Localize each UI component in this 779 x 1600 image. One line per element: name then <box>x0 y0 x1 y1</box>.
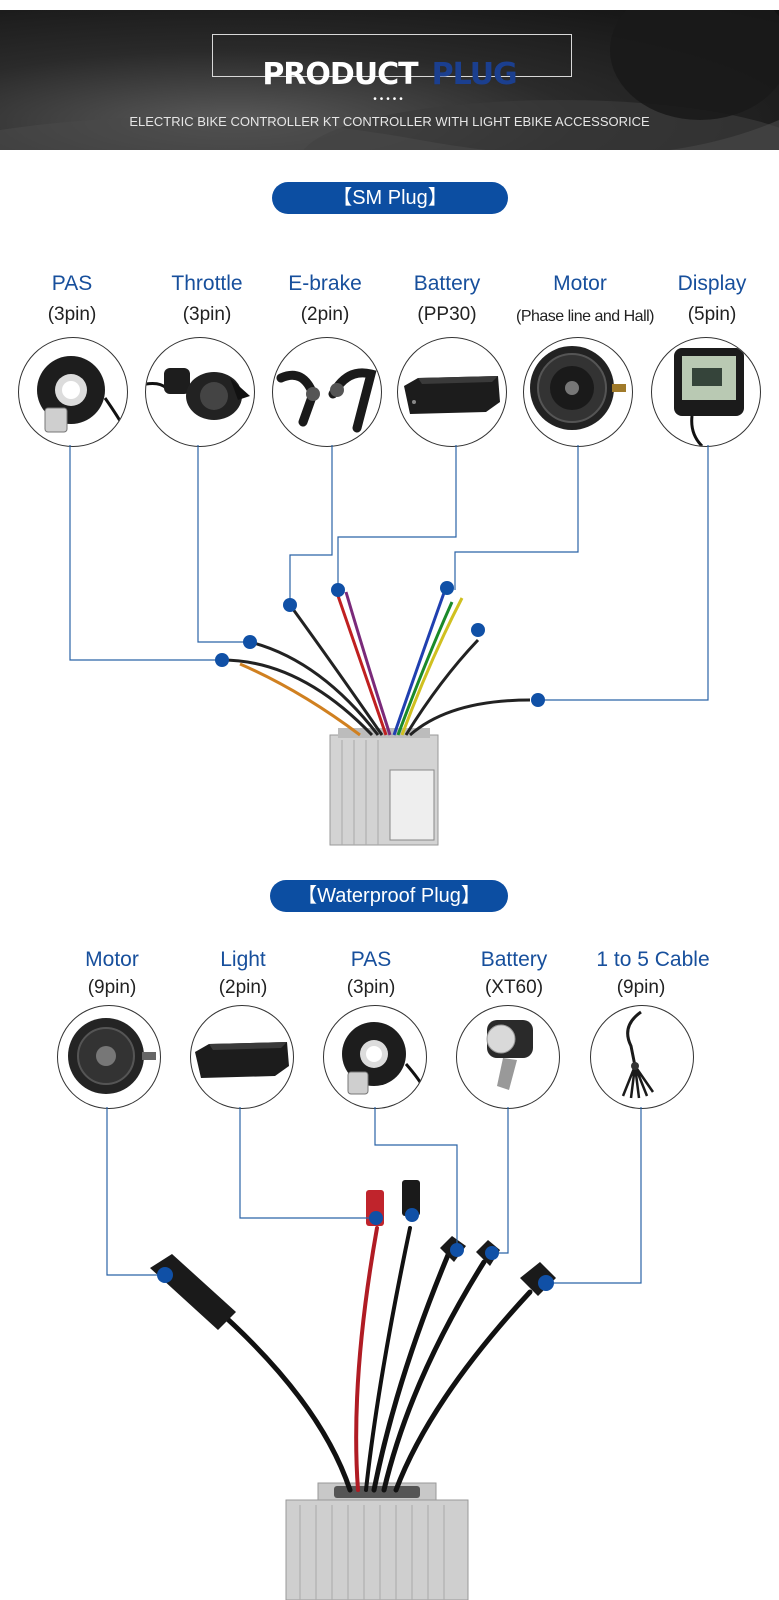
banner-subtitle: ELECTRIC BIKE CONTROLLER KT CONTROLLER W… <box>129 114 650 129</box>
hub-motor-icon <box>523 337 633 447</box>
sm-connector-dots <box>215 581 545 707</box>
sm-controller-box <box>329 728 439 846</box>
lcd-display-icon <box>651 337 761 447</box>
wp-sub-battery: (XT60) <box>484 977 544 998</box>
wp-label-light: Light <box>220 948 266 971</box>
wp-label-cable: 1 to 5 Cable <box>596 948 710 971</box>
wp-pas-sensor-icon <box>323 1005 427 1109</box>
banner-title: PRODUCT PLUG <box>0 58 779 92</box>
wp-controller-box <box>285 1482 469 1600</box>
wp-hub-motor-icon <box>57 1005 161 1109</box>
sm-label-pas: PAS <box>51 272 93 295</box>
sm-cables <box>221 589 531 737</box>
wp-sub-cable: (9pin) <box>616 977 666 998</box>
wp-leader-lines <box>106 1107 642 1284</box>
wp-label-motor: Motor <box>85 948 139 971</box>
battery-icon <box>397 337 507 447</box>
wp-cables <box>209 1226 533 1493</box>
wp-sub-motor: (9pin) <box>87 977 137 998</box>
split-cable-icon <box>590 1005 694 1109</box>
wp-label-pas: PAS <box>350 948 392 971</box>
pas-sensor-icon <box>18 337 128 447</box>
banner-title-main: PRODUCT <box>262 57 418 92</box>
sm-plug-heading: 【SM Plug】 <box>272 182 508 214</box>
waterproof-plug-heading: 【Waterproof Plug】 <box>270 880 508 912</box>
e-brake-icon <box>272 337 382 447</box>
banner-title-accent: PLUG <box>431 57 518 92</box>
sm-label-throttle: Throttle <box>171 272 243 295</box>
wp-label-battery: Battery <box>480 948 548 971</box>
banner-background <box>0 10 779 150</box>
sm-sub-throttle: (3pin) <box>182 304 232 325</box>
wp-light-battery-icon <box>190 1005 294 1109</box>
throttle-icon <box>145 337 255 447</box>
sm-label-ebrake: E-brake <box>288 272 362 295</box>
sm-sub-pas: (3pin) <box>47 304 97 325</box>
sm-leader-lines <box>69 445 709 701</box>
wp-sub-light: (2pin) <box>218 977 268 998</box>
sm-sub-display: (5pin) <box>687 304 737 325</box>
sm-sub-battery: (PP30) <box>417 304 477 325</box>
sm-label-motor: Motor <box>553 272 607 295</box>
wp-connector-dots <box>157 1208 554 1291</box>
banner-dots: ••••• <box>373 94 406 105</box>
wp-sub-pas: (3pin) <box>346 977 396 998</box>
sm-label-battery: Battery <box>413 272 481 295</box>
sm-wiring-diagram <box>69 445 709 846</box>
header-banner: PRODUCT PLUG ••••• ELECTRIC BIKE CONTROLL… <box>0 10 779 150</box>
sm-sub-motor: (Phase line and Hall) <box>515 308 655 325</box>
sm-label-display: Display <box>677 272 747 295</box>
sm-sub-ebrake: (2pin) <box>300 304 350 325</box>
headlight-icon <box>456 1005 560 1109</box>
banner-frame <box>212 34 572 77</box>
